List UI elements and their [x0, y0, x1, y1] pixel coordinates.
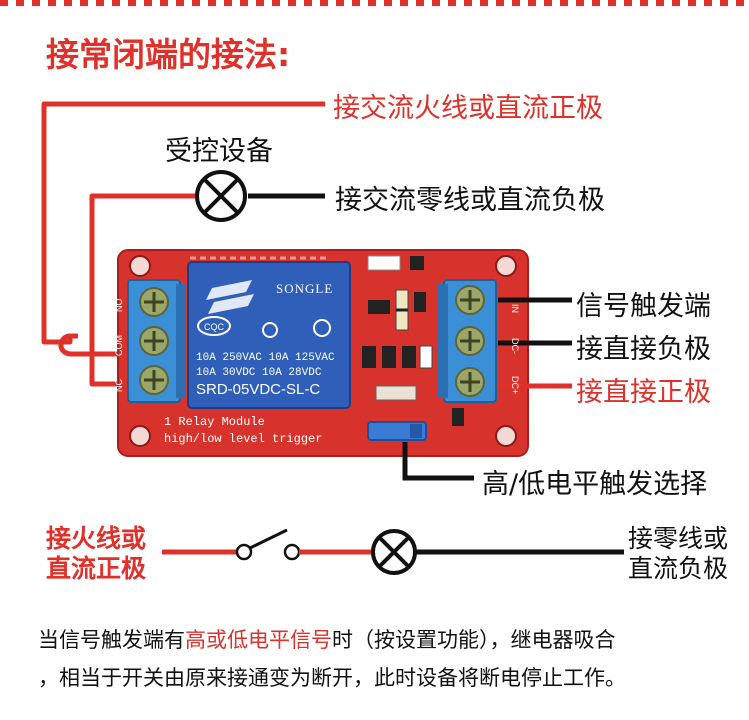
silk-line-1: 1 Relay Module — [164, 415, 265, 429]
pin-no: NO — [114, 299, 124, 313]
level-jumper — [367, 421, 427, 441]
pin-dcp: DC+ — [510, 376, 520, 394]
pin-in: IN — [510, 304, 520, 313]
pin-com: COM — [114, 335, 124, 356]
device-wire — [89, 193, 195, 387]
screw-terminal — [139, 287, 169, 317]
relay-brand: SONGLE — [276, 281, 333, 296]
screw-terminal — [139, 365, 169, 395]
pin-dcm: DC- — [510, 338, 520, 354]
screw-terminal — [139, 326, 169, 356]
com-loop — [58, 333, 130, 357]
label-connect-pos: 接直接正极 — [576, 377, 711, 408]
label-controlled-device: 受控设备 — [165, 136, 273, 167]
relay-rating-2: 10A 30VDC 10A 28VDC — [196, 367, 322, 379]
lamp-icon — [195, 170, 247, 222]
relay-component — [187, 261, 351, 409]
note-line1-highlight: 高或低电平信号 — [185, 628, 332, 652]
right-terminal-block — [438, 279, 497, 403]
label-ac-neutral-dc-neg: 接交流零线或直流负极 — [335, 185, 605, 216]
live-wire — [41, 101, 325, 345]
note-line1-post: 时（按设置功能），继电器吸合 — [332, 628, 616, 652]
bottom-lamp-icon — [371, 529, 417, 575]
note-line-1: 当信号触发端有高或低电平信号时（按设置功能），继电器吸合 — [38, 624, 616, 654]
relay-rating-1: 10A 250VAC 10A 125VAC — [196, 352, 335, 364]
label-neutral-right-line1: 接零线或 — [628, 524, 729, 553]
left-terminal-block — [127, 279, 186, 403]
note-line-2: ，相当于开关由原来接通变为断开，此时设备将断电停止工作。 — [38, 666, 626, 690]
relay-cqc: CQC — [204, 322, 225, 332]
top-dashed-border — [0, 0, 749, 6]
label-connect-neg: 接直接负极 — [576, 334, 711, 365]
label-neutral-right: 接零线或 直流负极 — [628, 524, 728, 584]
label-signal-trigger: 信号触发端 — [576, 291, 711, 322]
circuit-components — [352, 252, 464, 426]
page-title: 接常闭端的接法: — [46, 35, 291, 74]
relay-model: SRD-05VDC-SL-C — [196, 381, 320, 398]
note-line1-pre: 当信号触发端有 — [38, 628, 185, 652]
label-live-left-line2: 直流正极 — [46, 554, 147, 583]
label-live-left: 接火线或 直流正极 — [46, 524, 146, 584]
jumper-wire — [402, 442, 474, 481]
label-live-left-line1: 接火线或 — [46, 524, 147, 553]
silk-line-2: high/low level trigger — [164, 432, 322, 446]
label-ac-live-dc-pos: 接交流火线或直流正极 — [333, 93, 603, 124]
pin-nc: NC — [114, 379, 124, 392]
screw-terminal — [455, 326, 485, 356]
label-neutral-right-line2: 直流负极 — [628, 554, 729, 583]
switch-icon — [235, 528, 301, 561]
label-level-select: 高/低电平触发选择 — [482, 469, 708, 500]
screw-terminal — [455, 285, 485, 315]
screw-terminal — [455, 367, 485, 397]
